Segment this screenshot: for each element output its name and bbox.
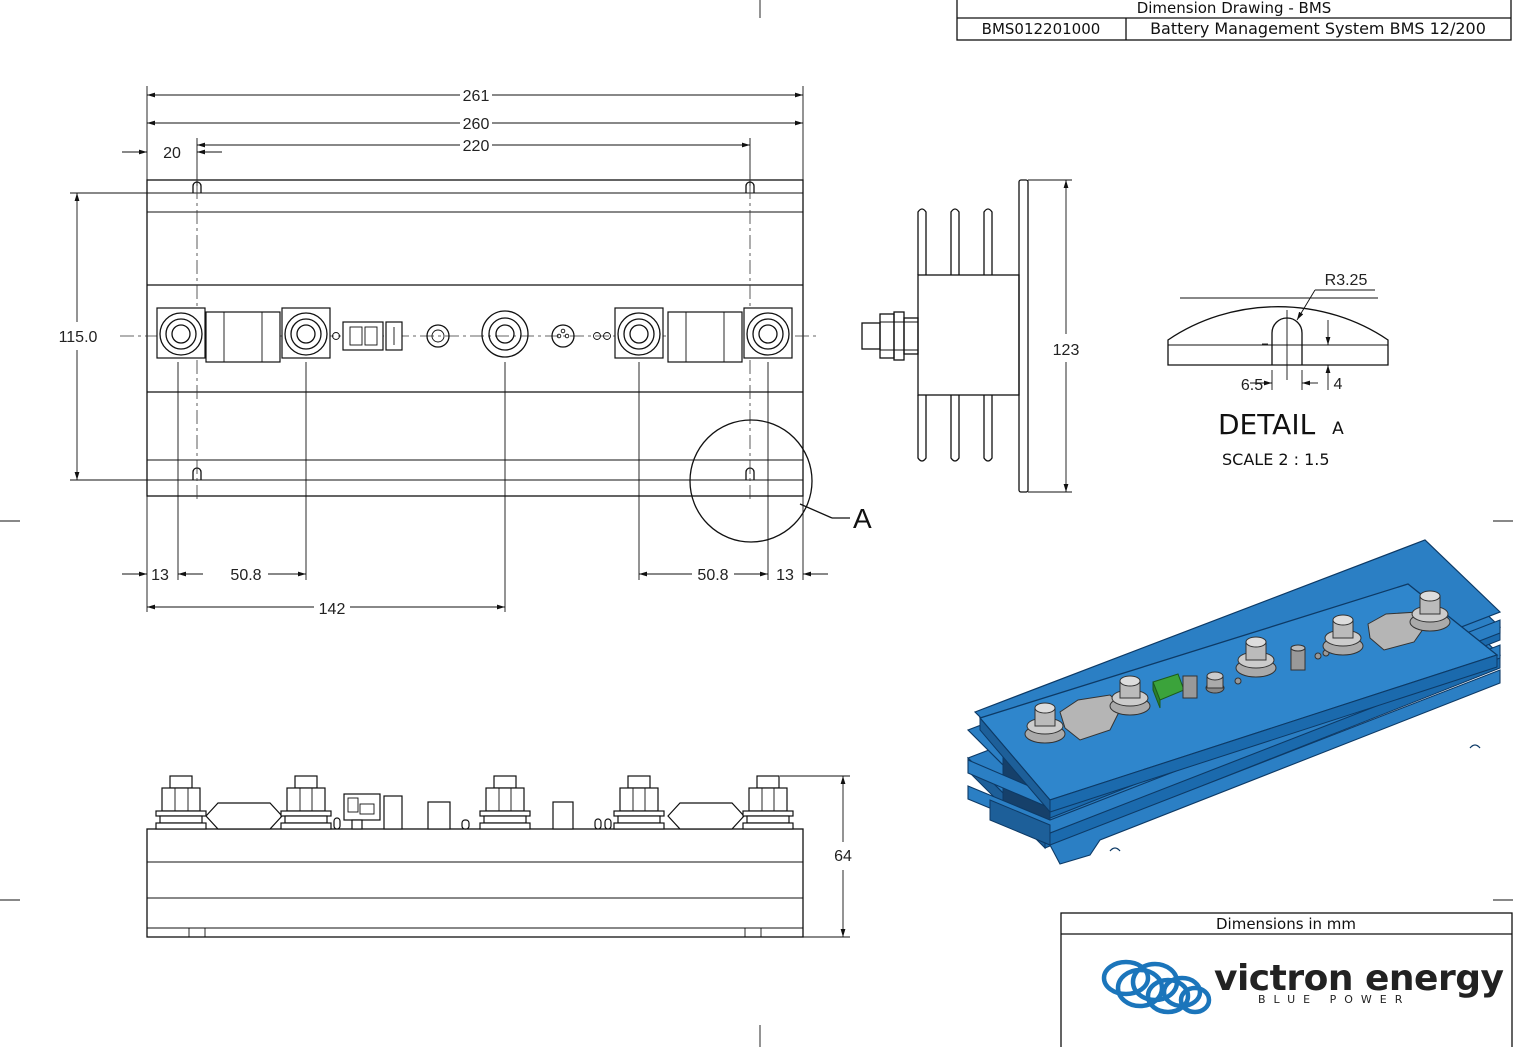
front-connector [343, 793, 381, 830]
dim-4: 4 [1334, 376, 1343, 393]
dim-r3-25: R3.25 [1325, 272, 1368, 289]
front-fuse-right [667, 802, 745, 830]
iso-terminal-2 [1109, 675, 1151, 716]
part-description: Battery Management System BMS 12/200 [1150, 19, 1486, 38]
title-block: Dimension Drawing - BMS BMS012201000 Bat… [956, 0, 1512, 41]
dim-13-right: 13 [776, 567, 794, 584]
front-terminal-5 [742, 775, 794, 830]
detail-a-view: R3.25 6.5 4 DETAIL A SCALE 2 : 1.5 [1167, 272, 1389, 469]
brand-name: victron energy [1214, 958, 1503, 999]
iso-terminal-1 [1024, 702, 1066, 744]
iso-terminal-5 [1409, 590, 1451, 632]
logo-block: Dimensions in mm victron energy BLUE POW… [1060, 912, 1513, 1047]
front-switch [552, 801, 574, 830]
terminal-4 [614, 307, 664, 359]
dim-20: 20 [163, 145, 181, 162]
iso-switch [1290, 644, 1306, 671]
front-fuse-left [205, 802, 283, 830]
dim-142: 142 [319, 601, 346, 618]
front-led [427, 801, 451, 830]
svg-text:DETAIL A: DETAIL A [1218, 408, 1344, 441]
iso-connector [1152, 673, 1198, 709]
dim-260: 260 [463, 116, 490, 133]
fuse-right [667, 311, 743, 363]
dim-50-8-left: 50.8 [230, 567, 261, 584]
iso-terminal-4 [1322, 614, 1364, 656]
front-view: 64 [146, 775, 852, 938]
switch-top [551, 324, 575, 348]
brand-tagline: BLUE POWER [1258, 993, 1410, 1006]
victron-logo-icon [1101, 959, 1212, 1015]
dim-115: 115.0 [59, 329, 98, 346]
side-view: 123 [861, 179, 1080, 493]
terminal-3 [481, 310, 529, 358]
terminal-2 [281, 307, 331, 359]
detail-a-circle [689, 419, 813, 543]
dim-123: 123 [1053, 342, 1080, 359]
terminal-1 [156, 307, 206, 359]
detail-scale: SCALE 2 : 1.5 [1222, 450, 1330, 469]
dim-220: 220 [463, 138, 490, 155]
drawing-title: Dimension Drawing - BMS [1137, 0, 1332, 17]
units-note: Dimensions in mm [1216, 915, 1356, 933]
detail-title: DETAIL [1218, 408, 1316, 441]
iso-fuse-left [1059, 694, 1123, 741]
dim-50-8-right: 50.8 [697, 567, 728, 584]
iso-terminal-3 [1235, 636, 1277, 678]
terminal-5 [743, 307, 793, 359]
dim-64: 64 [834, 848, 852, 865]
front-terminal-2 [280, 775, 332, 830]
top-view: A 261 260 220 20 115.0 13 50.8 142 [59, 86, 872, 618]
dim-261: 261 [463, 88, 490, 105]
led-top [426, 324, 450, 348]
fuse-left [205, 311, 281, 363]
detail-title-letter: A [1332, 419, 1344, 439]
detail-callout-a: A [853, 503, 872, 534]
front-terminal-3 [479, 775, 531, 830]
front-terminal-4 [613, 775, 665, 830]
part-number: BMS012201000 [982, 20, 1101, 38]
connector-top [342, 321, 403, 351]
front-terminal-1 [155, 775, 207, 830]
isometric-view [966, 539, 1502, 865]
dim-13-left: 13 [151, 567, 169, 584]
dim-6-5: 6.5 [1241, 377, 1263, 394]
iso-led [1205, 671, 1225, 694]
